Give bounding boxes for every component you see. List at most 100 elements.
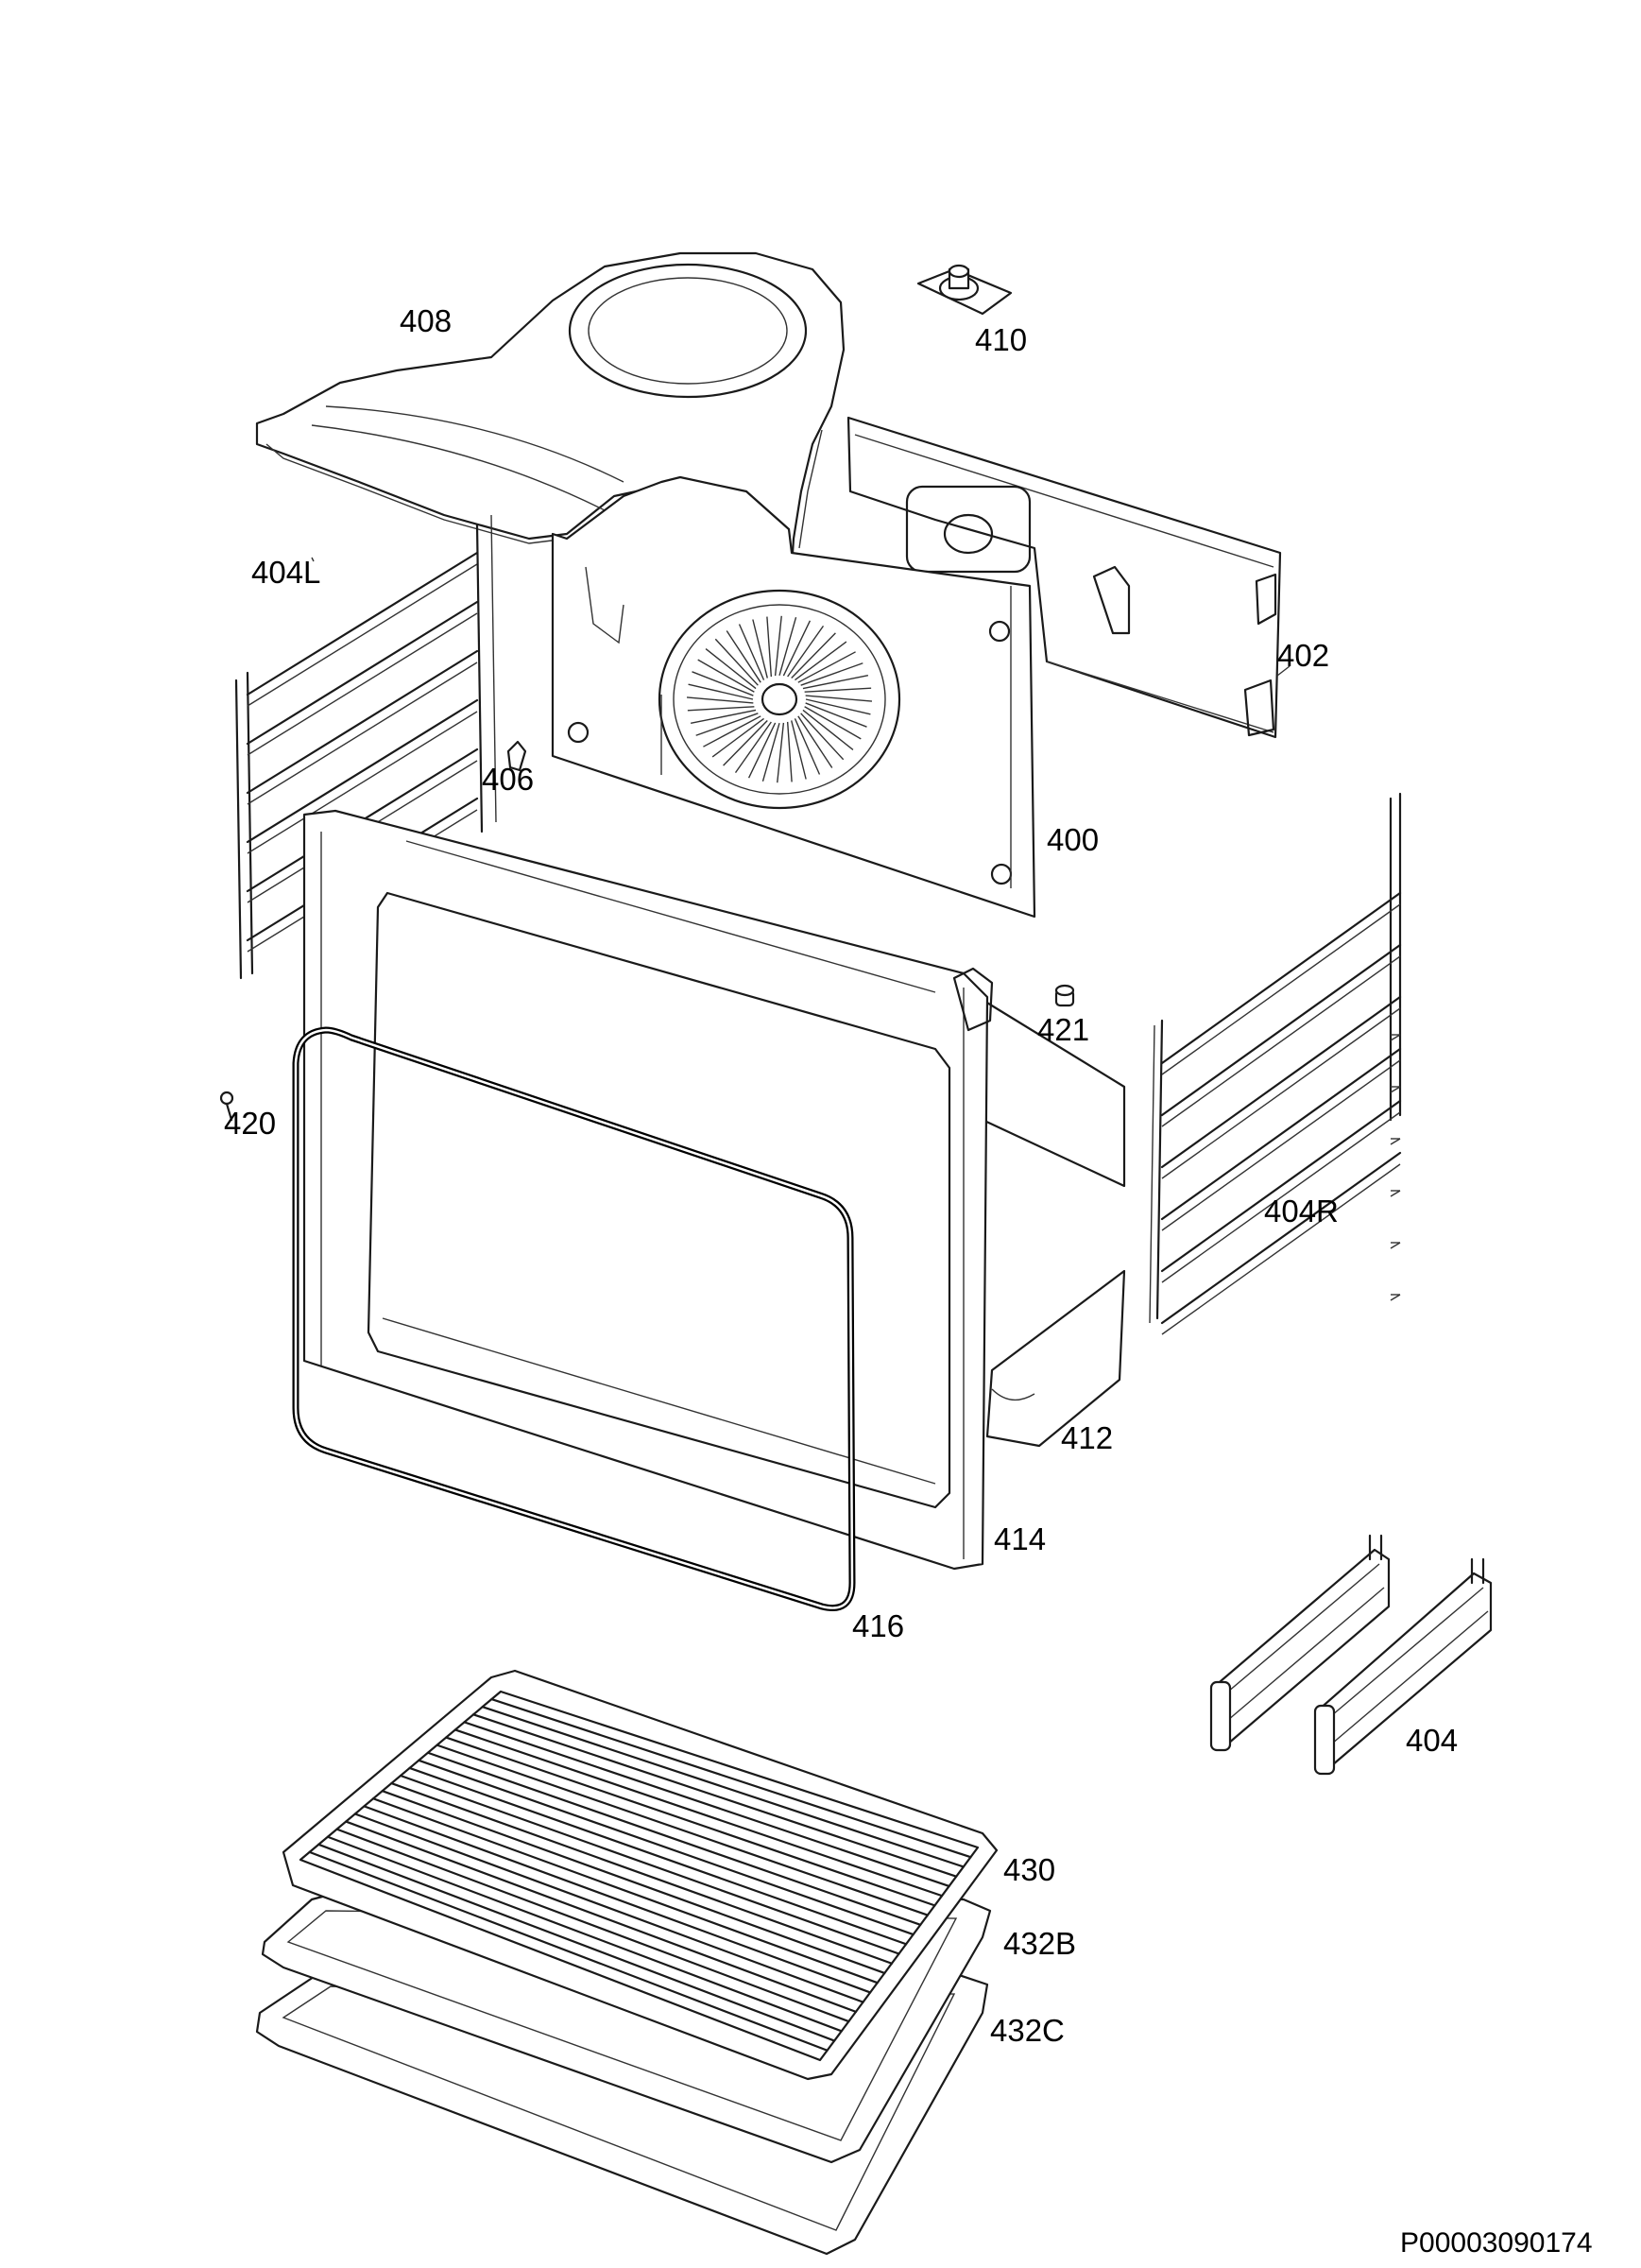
fan-spoke xyxy=(794,718,821,775)
rack-rail-inner xyxy=(247,711,478,854)
rack-rail-tick xyxy=(1390,1034,1401,1041)
fan-spoke xyxy=(778,617,797,676)
rack-rail xyxy=(1160,995,1402,1169)
rack-rail-inner xyxy=(247,612,478,756)
part-410-motor-bushing xyxy=(916,264,1013,316)
fan-spoke xyxy=(692,671,754,696)
shelf-bar xyxy=(390,1781,894,1965)
fan-spoke xyxy=(774,615,782,677)
shelf-bar xyxy=(490,1697,972,1859)
label-421: 421 xyxy=(1037,1012,1089,1047)
part-402-rear-rail xyxy=(846,416,1282,739)
label-412: 412 xyxy=(1061,1420,1113,1455)
part-416-door-gasket xyxy=(292,1026,856,1611)
shelf-bar xyxy=(408,1766,908,1946)
shelf-bar xyxy=(353,1813,864,2003)
label-414: 414 xyxy=(994,1521,1046,1556)
fan-spoke xyxy=(805,695,873,702)
part-408-fan-cover xyxy=(255,251,846,614)
shelf-bar xyxy=(345,1820,858,2013)
rack-rail-inner xyxy=(1161,1059,1401,1231)
shelf-bar xyxy=(335,1828,850,2023)
fan-spoke xyxy=(687,706,755,712)
label-404L: 404L xyxy=(251,555,320,590)
shelf-bar xyxy=(326,1835,843,2033)
fan-spoke xyxy=(797,715,833,768)
shelf-bar xyxy=(471,1713,958,1878)
leader-402 xyxy=(1276,665,1291,677)
fan-spoke xyxy=(697,659,755,693)
part-414-front-frame xyxy=(302,809,994,1571)
rack-post-inner xyxy=(1149,1024,1155,1324)
rack-rail-inner xyxy=(1161,955,1401,1127)
fan-spoke xyxy=(705,647,757,690)
fan-spoke xyxy=(695,713,759,736)
fan-spoke xyxy=(711,717,764,758)
fan-spoke xyxy=(804,706,862,740)
rack-rail-inner xyxy=(1161,903,1401,1075)
shelf-bar xyxy=(317,1843,836,2042)
rack-rail xyxy=(246,600,479,746)
fan-spoke xyxy=(786,721,793,782)
part-400-back-panel xyxy=(551,475,1036,919)
rack-rail xyxy=(1160,891,1402,1065)
fan-spoke xyxy=(747,722,777,779)
rack-post xyxy=(475,523,484,833)
shelf-bar xyxy=(371,1797,879,1984)
fan-spoke xyxy=(800,662,863,686)
shelf-bar xyxy=(436,1744,929,1916)
shelf-bar xyxy=(308,1850,829,2052)
shelf-bar xyxy=(418,1759,915,1936)
part-421-bushing xyxy=(1054,984,1075,1007)
shelf-bar xyxy=(463,1721,950,1888)
rack-rail-tick xyxy=(1390,1190,1401,1197)
shelf-bar xyxy=(481,1706,965,1868)
fan-spoke xyxy=(805,702,867,728)
document-number: P00003090174 xyxy=(1400,2227,1593,2259)
rack-rail xyxy=(1160,943,1402,1117)
fan-spoke xyxy=(752,619,768,679)
fan-spoke xyxy=(787,625,825,678)
label-402: 402 xyxy=(1277,638,1329,673)
label-404: 404 xyxy=(1406,1723,1458,1758)
label-432C: 432C xyxy=(990,2013,1065,2048)
label-416: 416 xyxy=(852,1608,904,1643)
rack-rail xyxy=(246,698,479,844)
fan-spoke xyxy=(782,620,812,677)
shelf-bar xyxy=(426,1751,922,1926)
rack-rail-inner xyxy=(1161,1007,1401,1179)
label-406: 406 xyxy=(482,762,534,797)
rack-rail xyxy=(246,649,479,795)
rack-rail-tick xyxy=(1390,1242,1401,1249)
shelf-bar xyxy=(399,1774,900,1955)
fan-spoke xyxy=(703,715,761,747)
fan-spoke xyxy=(800,713,845,761)
rack-rail xyxy=(1160,1099,1402,1273)
rack-rail xyxy=(1160,1047,1402,1221)
fan-spoke xyxy=(804,687,872,693)
shelf-bar xyxy=(453,1728,944,1898)
rack-post xyxy=(1155,1019,1164,1320)
part-404-telescopic-runners xyxy=(1209,1534,1493,1776)
fan-spoke xyxy=(738,624,765,680)
fan-spoke xyxy=(802,709,854,751)
shelf-bar xyxy=(445,1736,936,1907)
fan-spoke xyxy=(791,632,836,679)
fan-spoke xyxy=(797,651,856,683)
rack-rail-inner xyxy=(247,662,478,805)
rack-rail xyxy=(1160,1151,1402,1325)
part-404R-right-shelf-rack xyxy=(1149,792,1402,1335)
fan-spoke xyxy=(726,630,761,683)
fan-spoke xyxy=(777,722,785,783)
fan-spoke xyxy=(802,674,869,690)
rack-rail-inner xyxy=(1161,1111,1401,1283)
rack-rail-inner xyxy=(1161,1163,1401,1335)
label-410: 410 xyxy=(975,322,1027,357)
label-400: 400 xyxy=(1047,822,1099,857)
fan-spoke xyxy=(688,683,754,700)
part-430-wire-shelf xyxy=(282,1669,999,2081)
fan-spoke xyxy=(714,638,759,686)
part-406-clip xyxy=(506,740,527,772)
shelf-bar xyxy=(363,1805,872,1994)
